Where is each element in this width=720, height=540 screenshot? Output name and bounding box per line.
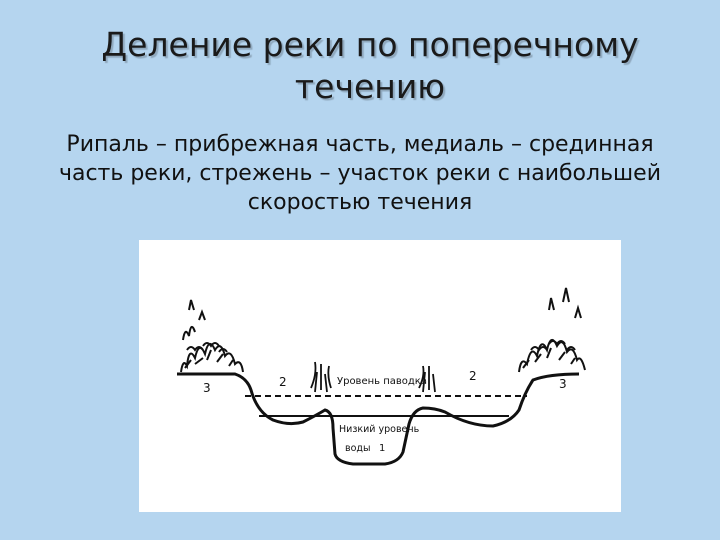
- slide-description: Рипаль – прибрежная часть, медиаль – сре…: [8, 130, 712, 217]
- zone-2-right-label: 2: [469, 369, 477, 383]
- slide-title: Деление реки по поперечному течению: [60, 24, 680, 108]
- low-water-level-label-line-1: Низкий уровень: [339, 424, 420, 435]
- left-bank-vegetation: [180, 299, 244, 373]
- reeds: [310, 361, 436, 393]
- slide-description-line-2: часть реки, стрежень – участок реки с на…: [58, 161, 662, 186]
- zone-3-left-label: 3: [203, 381, 211, 395]
- zone-2-left-label: 2: [279, 375, 287, 389]
- zone-3-right-label: 3: [559, 377, 567, 391]
- river-bed-profile: [177, 372, 580, 466]
- flood-level-label: Уровень паводка: [337, 376, 427, 387]
- slide-description-line-1: Рипаль – прибрежная часть, медиаль – сре…: [66, 132, 654, 157]
- slide-title-line-2: течению: [294, 67, 446, 106]
- slide-title-line-1: Деление реки по поперечному: [101, 25, 639, 64]
- river-cross-section-figure: Уровень паводка Низкий уровень воды 1 2 …: [139, 240, 621, 512]
- right-bank-vegetation: [518, 287, 586, 373]
- low-water-level-label-line-2: воды: [345, 443, 370, 454]
- slide-description-line-3: скоростью течения: [247, 190, 473, 215]
- river-cross-section-diagram: Уровень паводка Низкий уровень воды 1 2 …: [177, 287, 586, 466]
- zone-1-label: 1: [379, 443, 385, 454]
